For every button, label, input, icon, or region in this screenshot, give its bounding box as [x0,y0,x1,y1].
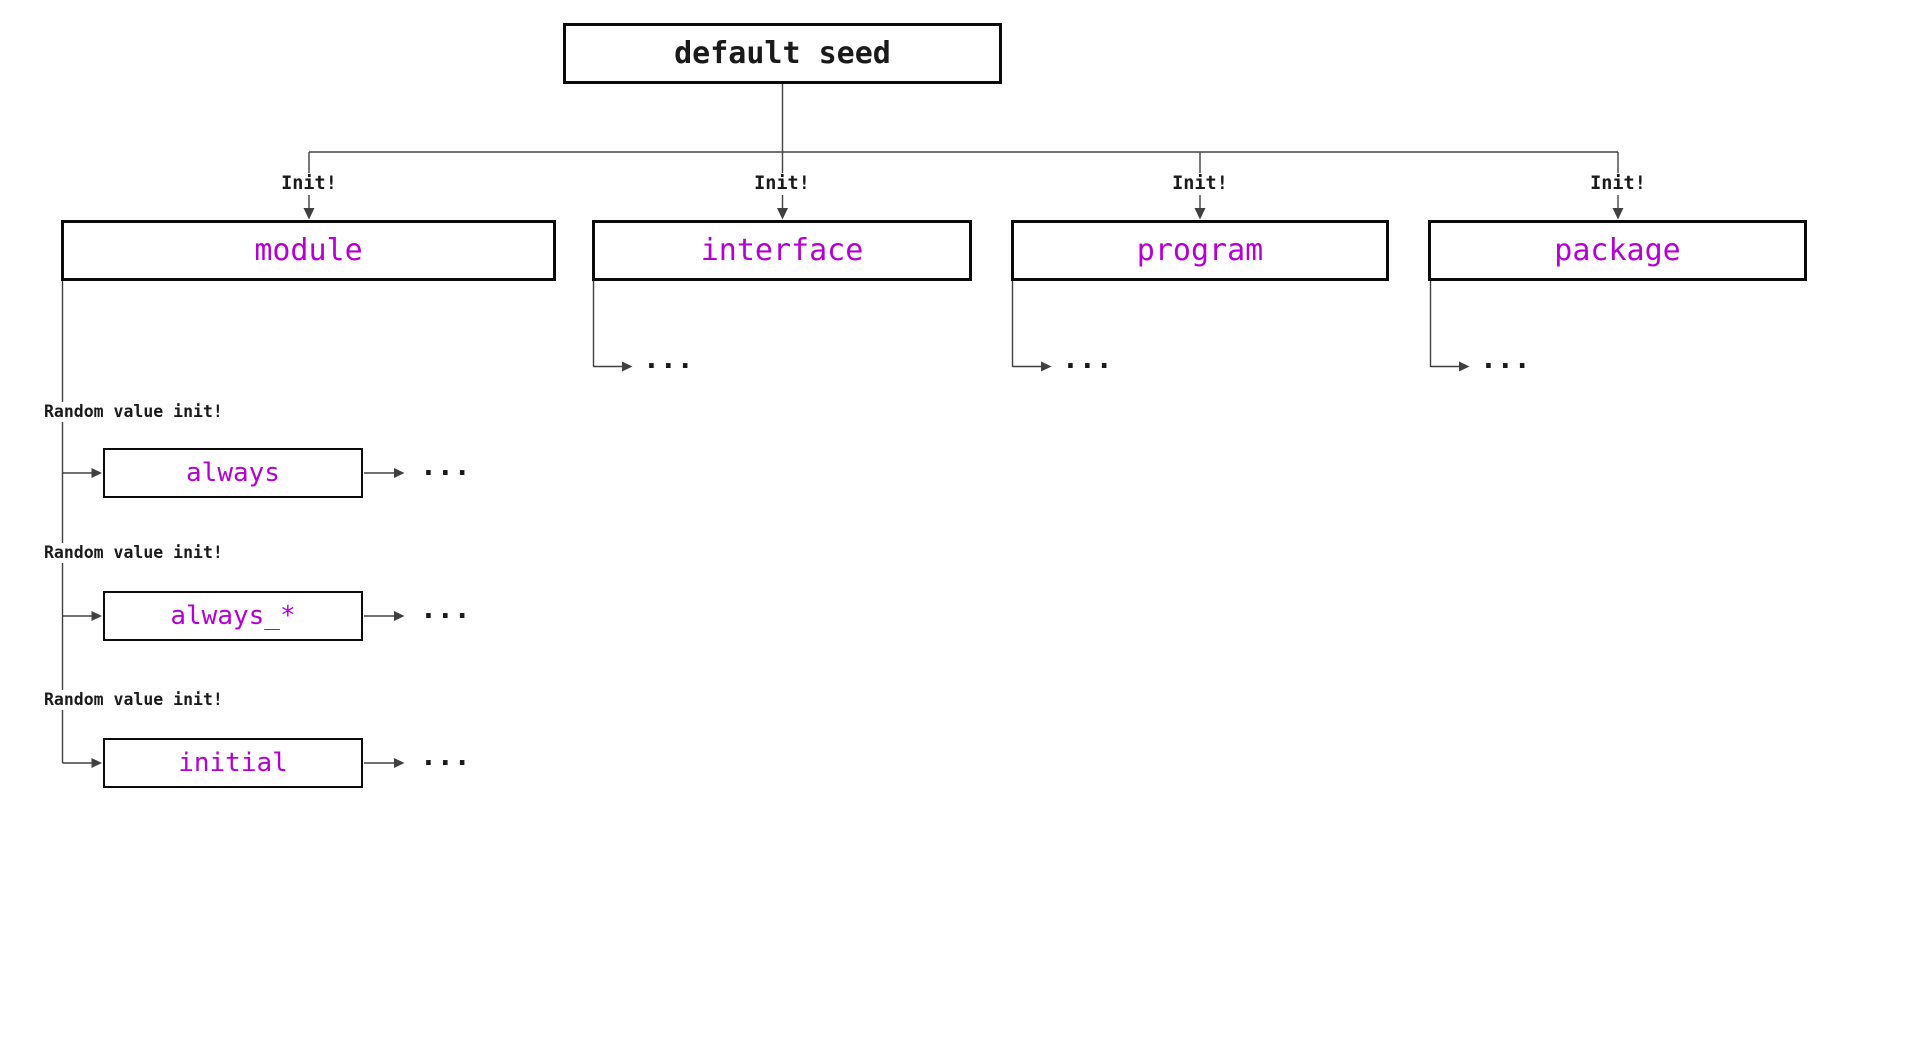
arrowhead-right-program [1041,361,1052,372]
node-always-label: always [186,458,280,488]
edge-label-init-interface: Init! [722,173,842,195]
node-always-star-label: always_* [170,601,296,631]
node-interface-label: interface [700,233,864,268]
arrowhead-right-always [91,468,102,478]
edge-label-init-module: Init! [249,173,369,195]
node-package: package [1428,220,1807,281]
edge-label-init-program: Init! [1140,173,1260,195]
arrowhead-right-initial [91,758,102,768]
edge-elbow-interface [592,281,622,368]
node-always: always [103,448,363,498]
arrowhead-exit-always-star [394,611,405,621]
node-initial: initial [103,738,363,788]
ellipsis-always: ... [420,449,471,482]
node-default-seed: default seed [563,23,1002,84]
node-program-label: program [1136,233,1264,268]
arrowhead-exit-always [394,468,405,478]
ellipsis-package: ... [1480,342,1531,375]
node-interface: interface [592,220,972,281]
arrowhead-right-interface [622,361,633,372]
node-module-label: module [254,233,363,268]
edge-elbow-package [1429,281,1459,368]
arrowhead-exit-initial [394,758,405,768]
arrowhead-right-package [1459,361,1470,372]
edge-label-init-package: Init! [1558,173,1678,195]
ellipsis-always-star: ... [420,592,471,625]
edge-elbow-program [1011,281,1041,368]
arrowhead-down-program [1194,208,1206,220]
node-package-label: package [1554,233,1681,268]
node-module: module [61,220,556,281]
arrowhead-right-always-star [91,611,102,621]
edge-label-random-initial: Random value init! [40,690,227,710]
node-default-seed-label: default seed [674,36,891,71]
ellipsis-interface: ... [643,342,694,375]
edge-label-random-always: Random value init! [40,402,227,422]
ellipsis-initial: ... [420,739,471,772]
edge-label-random-always-star: Random value init! [40,543,227,563]
arrowhead-down-package [1612,208,1624,220]
node-initial-label: initial [178,748,288,778]
node-always-star: always_* [103,591,363,641]
arrowhead-down-interface [777,208,788,220]
node-program: program [1011,220,1389,281]
ellipsis-program: ... [1062,342,1113,375]
arrowhead-down-module [303,208,315,220]
